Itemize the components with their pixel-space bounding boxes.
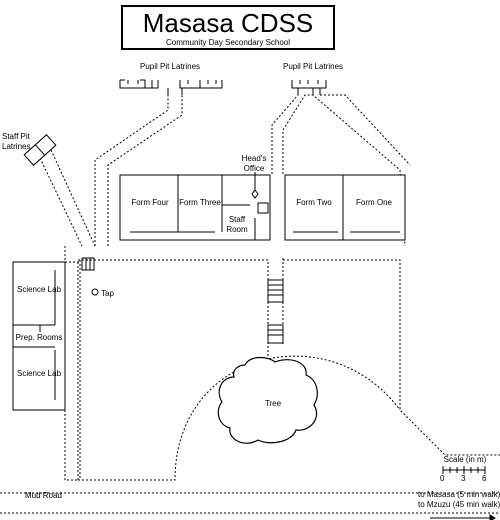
pupil-latrines-left-label: Pupil Pit Latrines [139,62,201,71]
scale-tick-6: 6 [482,474,487,483]
to-masasa-label: to Masasa (5 min walk) [418,490,500,499]
to-mzuzu-label: to Mzuzu (45 min walk) [418,500,500,509]
heads-office-door [257,202,269,214]
form-three-label: Form Three [179,198,221,207]
staff-room-label-line1: Staff [228,215,246,224]
tap-label: Tap [101,289,114,298]
science-block [12,261,66,411]
classroom-block-right [284,174,406,241]
classroom-block-left [119,174,271,241]
heads-office-label-line2: Office [243,164,265,173]
direction-arrow-icon [430,514,496,520]
scale-title: Scale (in m) [443,455,487,464]
pupil-latrines-right-label: Pupil Pit Latrines [282,62,344,71]
buildings [12,174,406,411]
mud-road-label: Mud Road [25,491,62,500]
scale-bar [442,466,486,474]
form-four-label: Form Four [131,198,169,207]
staff-room-label-line2: Room [226,225,248,234]
tree-icon [217,356,318,444]
title-box: Masasa CDSS Community Day Secondary Scho… [121,5,335,50]
scale-tick-0: 0 [440,474,445,483]
science-lab-bottom-label: Science Lab [16,369,62,378]
staff-latrines-label-line1: Staff Pit [2,132,30,141]
staff-latrines-label-line2: Latrines [2,142,31,151]
map-title: Masasa CDSS [142,8,314,38]
form-two-label: Form Two [296,198,332,207]
form-one-label: Form One [355,198,392,207]
science-lab-top-label: Science Lab [16,285,62,294]
tap-icon [91,288,99,296]
stairs [81,257,284,344]
map-subtitle: Community Day Secondary School [165,38,291,47]
tree-label: Tree [264,399,282,408]
scale-tick-3: 3 [461,474,466,483]
heads-office-label-line1: Head's [241,154,267,163]
latrines [23,79,327,166]
prep-rooms-label: Prep. Rooms [15,333,63,342]
heads-office-marker-icon [251,172,259,199]
